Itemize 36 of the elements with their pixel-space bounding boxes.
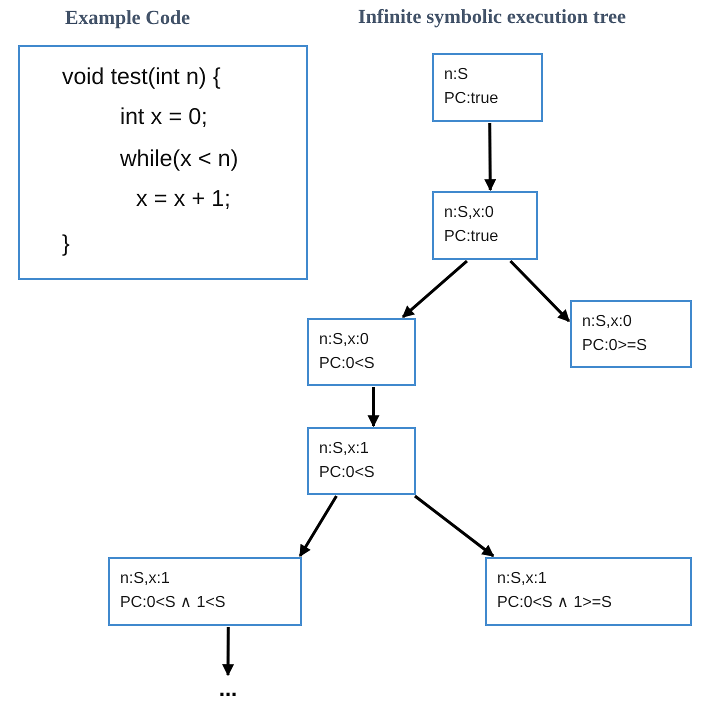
state-text: n:S,x:0 <box>582 312 633 332</box>
state-text: n:S,x:0 <box>444 203 495 223</box>
state-box <box>485 557 692 626</box>
arrow <box>414 494 494 558</box>
state-box <box>108 557 302 626</box>
state-text: PC:0<S ∧ 1>=S <box>497 593 613 613</box>
state-box <box>307 427 416 495</box>
arrow <box>368 387 380 428</box>
code-line: } <box>62 230 70 257</box>
state-text: n:S <box>444 65 470 85</box>
state-text: n:S,x:1 <box>319 439 370 459</box>
ellipsis-text: ... <box>213 676 243 702</box>
state-box <box>432 191 538 260</box>
state-text: n:S,x:0 <box>319 330 370 350</box>
state-text: PC:0<S <box>319 463 376 483</box>
code-line: while(x < n) <box>120 145 238 172</box>
arrow <box>402 260 468 318</box>
state-text: PC:0<S ∧ 1<S <box>120 593 226 613</box>
arrow <box>298 495 338 558</box>
state-box <box>307 318 416 386</box>
arrow <box>222 626 234 676</box>
state-text: PC:0>=S <box>582 336 648 356</box>
state-text: PC:true <box>444 227 500 247</box>
arrow <box>509 260 570 322</box>
arrow <box>484 122 496 192</box>
code-line: void test(int n) { <box>62 63 221 90</box>
state-text: PC:0<S <box>319 354 376 374</box>
state-text: n:S,x:1 <box>497 569 548 589</box>
code-line: x = x + 1; <box>136 185 231 212</box>
state-text: PC:true <box>444 89 500 109</box>
state-box <box>432 53 543 122</box>
title: Infinite symbolic execution tree <box>358 6 626 29</box>
state-box <box>570 300 692 368</box>
state-text: n:S,x:1 <box>120 569 171 589</box>
code-line: int x = 0; <box>120 103 208 130</box>
code-heading: Example Code <box>65 7 190 30</box>
